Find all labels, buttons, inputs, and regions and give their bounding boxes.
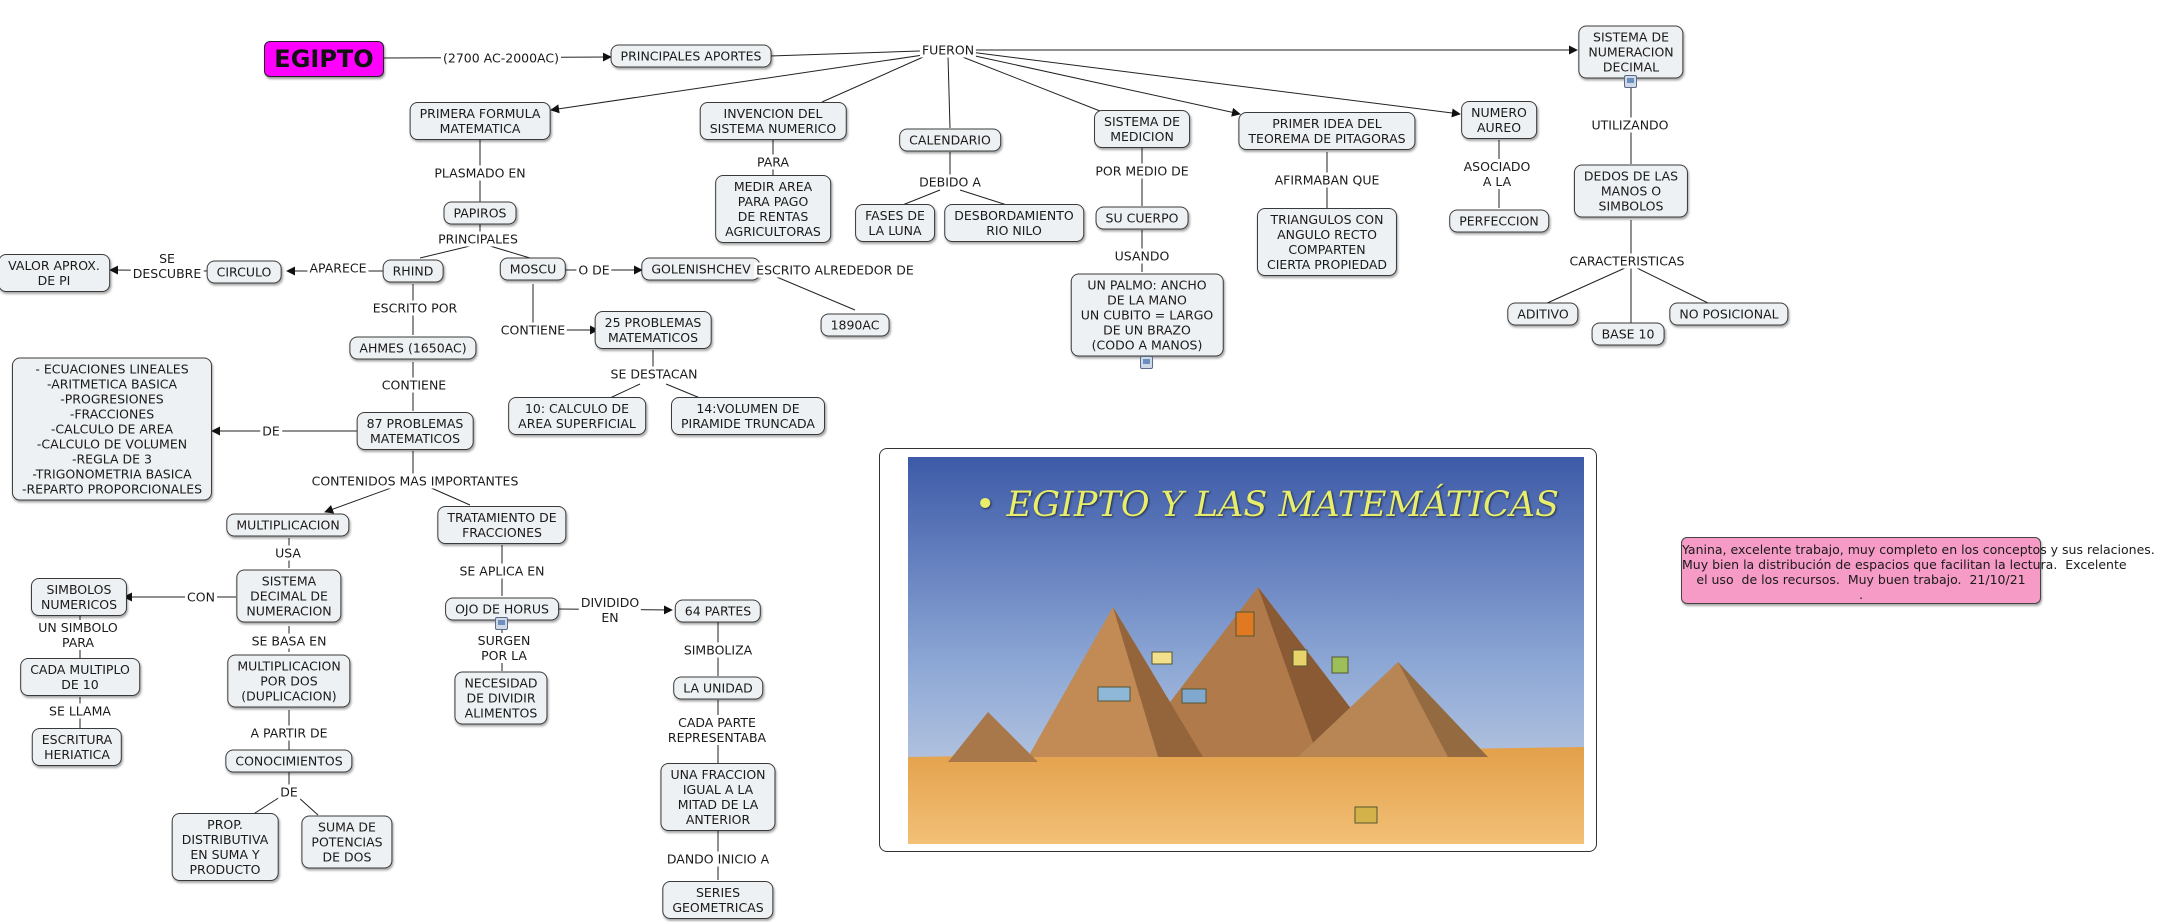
label-utilizando: UTILIZANDO: [1589, 117, 1671, 133]
label-o-de: O DE: [576, 262, 612, 278]
label-de: DE: [260, 423, 282, 439]
label-escrito-alrededor: ESCRITO ALREDEDOR DE: [754, 262, 916, 278]
label-caracteristicas: CARACTERISTICAS: [1567, 253, 1687, 269]
node-golenishchev[interactable]: GOLENISHCHEV: [641, 257, 761, 281]
label-con: CON: [185, 589, 217, 605]
node-desbordamiento-nilo[interactable]: DESBORDAMIENTO RIO NILO: [944, 204, 1084, 242]
node-escritura-heriatica[interactable]: ESCRITURA HERIATICA: [31, 728, 123, 766]
label-asociado: ASOCIADO A LA: [1461, 159, 1533, 189]
label-plasmado-en: PLASMADO EN: [432, 165, 528, 181]
pyramids-illustration: [908, 457, 1584, 844]
node-la-unidad[interactable]: LA UNIDAD: [673, 676, 763, 700]
node-multiplicacion[interactable]: MULTIPLICACION: [226, 513, 350, 537]
image-title: • EGIPTO Y LAS MATEMÁTICAS: [974, 485, 1559, 525]
node-propiedad-distributiva[interactable]: PROP. DISTRIBUTIVA EN SUMA Y PRODUCTO: [171, 813, 279, 881]
image-frame: • EGIPTO Y LAS MATEMÁTICAS: [879, 448, 1597, 852]
label-escrito-por: ESCRITO POR: [370, 300, 460, 316]
node-lista-contenidos[interactable]: - ECUACIONES LINEALES -ARITMETICA BASICA…: [11, 357, 213, 501]
node-dedos-manos[interactable]: DEDOS DE LAS MANOS O SIMBOLOS: [1573, 164, 1689, 218]
label-surgen-por-la: SURGEN POR LA: [475, 633, 533, 663]
teacher-comment: Yanina, excelente trabajo, muy completo …: [1681, 537, 2155, 604]
label-a-partir-de: A PARTIR DE: [248, 725, 330, 741]
node-circulo[interactable]: CIRCULO: [206, 260, 282, 284]
node-papiros[interactable]: PAPIROS: [443, 201, 517, 225]
label-usando: USANDO: [1112, 248, 1172, 264]
node-25-problemas[interactable]: 25 PROBLEMAS MATEMATICOS: [594, 311, 712, 349]
label-periodo: (2700 AC-2000AC): [441, 50, 561, 66]
node-primera-formula[interactable]: PRIMERA FORMULA MATEMATICA: [409, 102, 551, 140]
node-aditivo[interactable]: ADITIVO: [1507, 302, 1579, 326]
node-conocimientos[interactable]: CONOCIMIENTOS: [225, 749, 353, 773]
label-por-medio-de: POR MEDIO DE: [1093, 163, 1191, 179]
node-principales-aportes[interactable]: PRINCIPALES APORTES: [610, 44, 772, 68]
resource-icon[interactable]: [1624, 75, 1637, 88]
image-resource-icon[interactable]: [495, 617, 508, 630]
label-dividido-en: DIVIDIDO EN: [578, 595, 642, 625]
node-simbolos-numericos[interactable]: SIMBOLOS NUMERICOS: [30, 578, 128, 616]
node-numero-aureo[interactable]: NUMERO AUREO: [1461, 101, 1537, 139]
label-para: PARA: [754, 154, 792, 170]
node-moscu[interactable]: MOSCU: [499, 257, 567, 281]
label-se-destacan: SE DESTACAN: [608, 366, 700, 382]
node-medir-area[interactable]: MEDIR AREA PARA PAGO DE RENTAS AGRICULTO…: [715, 175, 831, 243]
node-series-geometricas[interactable]: SERIES GEOMETRICAS: [662, 881, 774, 919]
node-calendario[interactable]: CALENDARIO: [899, 128, 1001, 152]
node-sistema-medicion[interactable]: SISTEMA DE MEDICION: [1094, 110, 1190, 148]
label-principales: PRINCIPALES: [436, 231, 520, 247]
label-simboliza: SIMBOLIZA: [681, 642, 755, 658]
label-fueron: FUERON: [919, 42, 977, 58]
node-ojo-horus[interactable]: OJO DE HORUS: [445, 597, 559, 621]
node-sistema-decimal-numeracion[interactable]: SISTEMA DECIMAL DE NUMERACION: [236, 569, 342, 623]
node-fases-luna[interactable]: FASES DE LA LUNA: [855, 204, 935, 242]
label-se-aplica-en: SE APLICA EN: [457, 563, 547, 579]
node-tratamiento-fracciones[interactable]: TRATAMIENTO DE FRACCIONES: [437, 506, 567, 544]
label-contiene: CONTIENE: [498, 322, 568, 338]
node-palmo-cubito[interactable]: UN PALMO: ANCHO DE LA MANO UN CUBITO = L…: [1070, 273, 1224, 357]
node-cada-multiplo[interactable]: CADA MULTIPLO DE 10: [20, 658, 140, 696]
node-sistema-decimal[interactable]: SISTEMA DE NUMERACION DECIMAL: [1578, 25, 1684, 79]
label-cada-parte-representaba: CADA PARTE REPRESENTABA: [665, 715, 769, 745]
node-ahmes[interactable]: AHMES (1650AC): [349, 336, 477, 360]
node-triangulos[interactable]: TRIANGULOS CON ANGULO RECTO COMPARTEN CI…: [1256, 208, 1398, 276]
node-valor-pi[interactable]: VALOR APROX. DE PI: [0, 254, 110, 292]
node-base-10[interactable]: BASE 10: [1591, 322, 1665, 346]
node-no-posicional[interactable]: NO POSICIONAL: [1669, 302, 1789, 326]
image-resource-icon[interactable]: [1140, 356, 1153, 369]
node-duplicacion[interactable]: MULTIPLICACION POR DOS (DUPLICACION): [227, 654, 351, 708]
label-un-simbolo-para: UN SIMBOLO PARA: [36, 620, 120, 650]
pyramids-image[interactable]: • EGIPTO Y LAS MATEMÁTICAS: [908, 457, 1584, 844]
node-87-problemas[interactable]: 87 PROBLEMAS MATEMATICOS: [356, 412, 474, 450]
label-contiene: CONTIENE: [379, 377, 449, 393]
node-una-fraccion[interactable]: UNA FRACCION IGUAL A LA MITAD DE LA ANTE…: [660, 763, 776, 831]
node-perfeccion[interactable]: PERFECCION: [1449, 209, 1549, 233]
label-contenidos-importantes: CONTENIDOS MAS IMPORTANTES: [309, 473, 521, 489]
node-volumen-piramide[interactable]: 14:VOLUMEN DE PIRAMIDE TRUNCADA: [671, 397, 825, 435]
label-usa: USA: [273, 545, 303, 561]
node-su-cuerpo[interactable]: SU CUERPO: [1095, 206, 1189, 230]
node-teorema-pitagoras[interactable]: PRIMER IDEA DEL TEOREMA DE PITAGORAS: [1238, 112, 1416, 150]
node-1890ac[interactable]: 1890AC: [820, 313, 890, 337]
label-dando-inicio-a: DANDO INICIO A: [664, 851, 772, 867]
label-de: DE: [278, 784, 300, 800]
egipto-title: EGIPTO: [264, 41, 384, 77]
label-aparece: APARECE: [307, 260, 369, 276]
label-se-describe: SE DESCUBRE: [130, 251, 204, 281]
label-afirmaban-que: AFIRMABAN QUE: [1272, 172, 1382, 188]
node-rhind[interactable]: RHIND: [382, 259, 444, 283]
node-calculo-area[interactable]: 10: CALCULO DE AREA SUPERFICIAL: [508, 397, 646, 435]
node-64-partes[interactable]: 64 PARTES: [674, 599, 762, 623]
node-necesidad-dividir[interactable]: NECESIDAD DE DIVIDIR ALIMENTOS: [454, 671, 548, 725]
label-se-basa-en: SE BASA EN: [249, 633, 329, 649]
node-suma-potencias[interactable]: SUMA DE POTENCIAS DE DOS: [301, 815, 393, 869]
label-se-llama: SE LLAMA: [47, 703, 113, 719]
node-invencion-sistema[interactable]: INVENCION DEL SISTEMA NUMERICO: [699, 102, 847, 140]
label-debido-a: DEBIDO A: [917, 174, 983, 190]
